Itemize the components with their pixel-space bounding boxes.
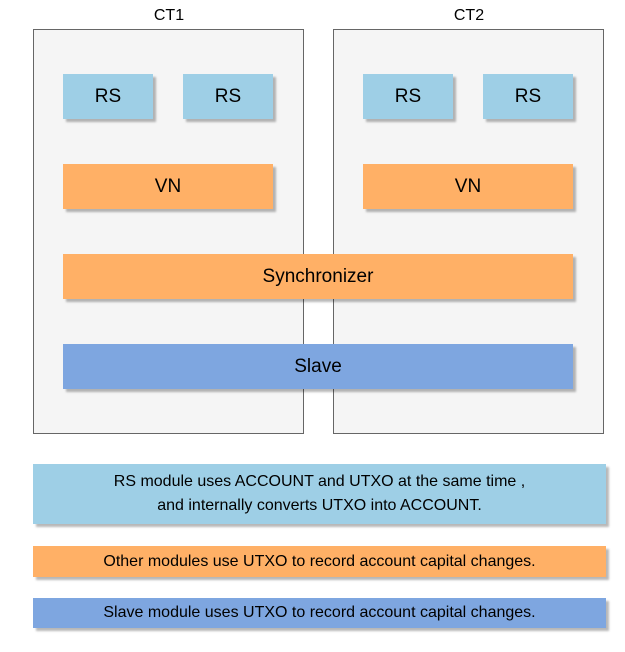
- legend-slave-module: Slave module uses UTXO to record account…: [33, 598, 606, 628]
- legend-rs-module: RS module uses ACCOUNT and UTXO at the s…: [33, 464, 606, 524]
- synchronizer-module: Synchronizer: [63, 254, 573, 299]
- legend-other-modules: Other modules use UTXO to record account…: [33, 546, 606, 577]
- legend-other-text: Other modules use UTXO to record account…: [103, 552, 536, 570]
- ct2-rs-module-1: RS: [363, 74, 453, 119]
- legend-rs-line-2: and internally converts UTXO into ACCOUN…: [157, 497, 482, 514]
- ct2-label: CT2: [453, 7, 485, 24]
- ct2-vn-module: VN: [363, 164, 573, 209]
- ct1-rs-module-1: RS: [63, 74, 153, 119]
- ct1-vn-module: VN: [63, 164, 273, 209]
- ct1-rs-module-2: RS: [183, 74, 273, 119]
- ct1-label: CT1: [153, 7, 185, 24]
- slave-module: Slave: [63, 344, 573, 389]
- ct2-rs-module-2: RS: [483, 74, 573, 119]
- legend-slave-text: Slave module uses UTXO to record account…: [103, 604, 536, 621]
- legend-rs-line-1: RS module uses ACCOUNT and UTXO at the s…: [113, 473, 526, 490]
